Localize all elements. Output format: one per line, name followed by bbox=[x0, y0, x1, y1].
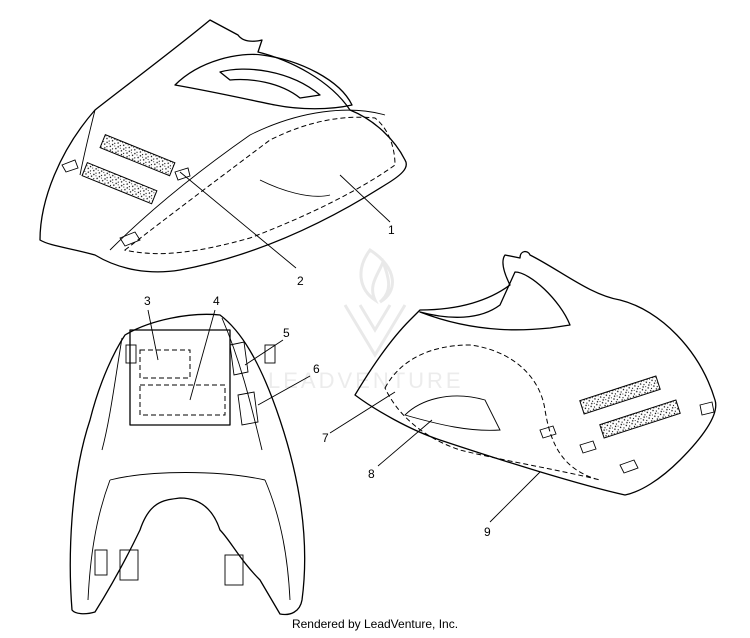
callout-6: 6 bbox=[313, 362, 320, 376]
foam-strip-right-upper bbox=[579, 375, 661, 415]
callout-2: 2 bbox=[297, 274, 304, 288]
foam-strip-upper bbox=[99, 133, 176, 177]
foam-strip-right-lower bbox=[599, 399, 681, 439]
callout-9: 9 bbox=[484, 525, 491, 539]
callout-1: 1 bbox=[388, 223, 395, 237]
callout-7: 7 bbox=[322, 431, 329, 445]
callout-5: 5 bbox=[283, 326, 290, 340]
hood-side-view bbox=[354, 250, 717, 496]
callout-4: 4 bbox=[213, 294, 220, 308]
hood-front-view bbox=[69, 313, 306, 616]
foam-strip-lower bbox=[81, 161, 158, 205]
hood-top-view bbox=[39, 19, 407, 273]
callout-3: 3 bbox=[144, 294, 151, 308]
callout-8: 8 bbox=[368, 467, 375, 481]
watermark-text: LEADVENTURE bbox=[268, 368, 464, 393]
rendered-by-credit: Rendered by LeadVenture, Inc. bbox=[291, 617, 459, 631]
leadventure-watermark-logo bbox=[343, 247, 407, 358]
